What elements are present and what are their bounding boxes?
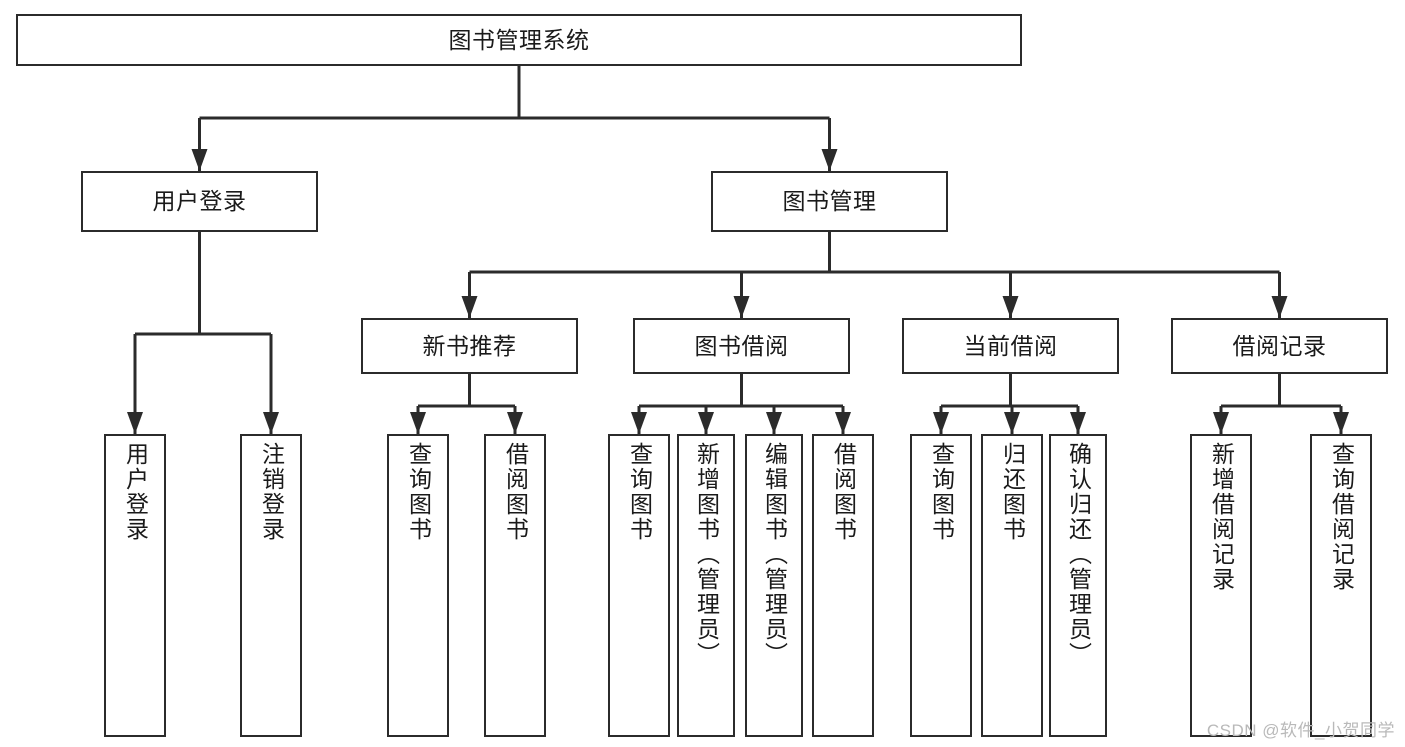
node-n18[interactable]: 新增借阅记录 xyxy=(1190,434,1252,737)
node-n13[interactable]: 编辑图书（管理员） xyxy=(745,434,803,737)
arrowhead-icon xyxy=(1004,412,1020,434)
node-n1[interactable]: 用户登录 xyxy=(81,171,318,232)
arrowhead-icon xyxy=(1213,412,1229,434)
node-label: 借阅图书 xyxy=(502,442,529,542)
node-label: 查询借阅记录 xyxy=(1328,442,1355,592)
arrowhead-icon xyxy=(1070,412,1086,434)
node-n14[interactable]: 借阅图书 xyxy=(812,434,874,737)
node-label: 图书管理系统 xyxy=(448,26,590,53)
node-n8[interactable]: 注销登录 xyxy=(240,434,302,737)
node-label: 注销登录 xyxy=(258,442,285,542)
arrowhead-icon xyxy=(127,412,143,434)
node-n3[interactable]: 新书推荐 xyxy=(361,318,578,374)
arrowhead-icon xyxy=(263,412,279,434)
node-label: 图书管理 xyxy=(782,188,877,215)
arrowhead-icon xyxy=(191,149,208,171)
node-label: 归还图书 xyxy=(999,442,1026,542)
node-label: 查询图书 xyxy=(626,442,653,542)
arrowhead-icon xyxy=(933,412,949,434)
node-label: 编辑图书（管理员） xyxy=(761,442,788,667)
node-label: 新增图书（管理员） xyxy=(693,442,720,667)
arrowhead-icon xyxy=(733,296,750,318)
arrowhead-icon xyxy=(461,296,478,318)
node-n7[interactable]: 用户登录 xyxy=(104,434,166,737)
node-label: 新书推荐 xyxy=(422,332,517,359)
node-n10[interactable]: 借阅图书 xyxy=(484,434,546,737)
node-n5[interactable]: 当前借阅 xyxy=(902,318,1119,374)
node-n0[interactable]: 图书管理系统 xyxy=(16,14,1022,66)
node-n6[interactable]: 借阅记录 xyxy=(1171,318,1388,374)
node-label: 查询图书 xyxy=(928,442,955,542)
node-n12[interactable]: 新增图书（管理员） xyxy=(677,434,735,737)
watermark-label: CSDN @软件_小贺同学 xyxy=(1206,721,1395,740)
node-n4[interactable]: 图书借阅 xyxy=(633,318,850,374)
node-n16[interactable]: 归还图书 xyxy=(981,434,1043,737)
node-n11[interactable]: 查询图书 xyxy=(608,434,670,737)
node-label: 当前借阅 xyxy=(963,332,1058,359)
arrowhead-icon xyxy=(698,412,714,434)
arrowhead-icon xyxy=(410,412,426,434)
arrowhead-icon xyxy=(631,412,647,434)
node-n17[interactable]: 确认归还（管理员） xyxy=(1049,434,1107,737)
node-label: 用户登录 xyxy=(152,188,247,215)
node-n15[interactable]: 查询图书 xyxy=(910,434,972,737)
arrowhead-icon xyxy=(1271,296,1288,318)
node-label: 借阅记录 xyxy=(1232,332,1327,359)
arrowhead-icon xyxy=(821,149,838,171)
node-label: 新增借阅记录 xyxy=(1208,442,1235,592)
arrowhead-icon xyxy=(507,412,523,434)
arrowhead-icon xyxy=(1002,296,1019,318)
node-label: 用户登录 xyxy=(122,442,149,542)
arrowhead-icon xyxy=(835,412,851,434)
node-n19[interactable]: 查询借阅记录 xyxy=(1310,434,1372,737)
node-label: 查询图书 xyxy=(405,442,432,542)
node-label: 图书借阅 xyxy=(694,332,789,359)
arrowhead-icon xyxy=(1333,412,1349,434)
node-label: 借阅图书 xyxy=(830,442,857,542)
node-n9[interactable]: 查询图书 xyxy=(387,434,449,737)
node-n2[interactable]: 图书管理 xyxy=(711,171,948,232)
node-label: 确认归还（管理员） xyxy=(1065,442,1092,667)
arrowhead-icon xyxy=(766,412,782,434)
